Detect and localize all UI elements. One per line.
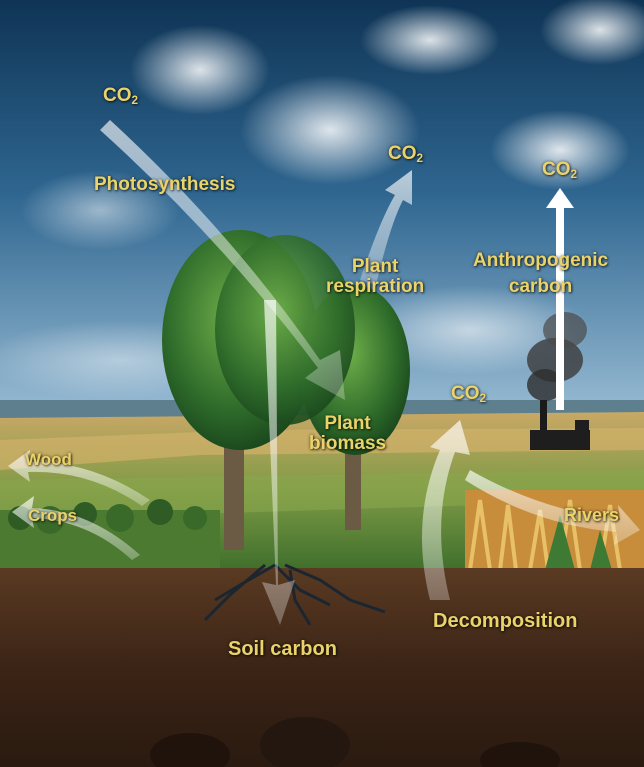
co2-label-ground: CO2 <box>451 383 487 405</box>
smoke-plume-icon <box>527 312 587 401</box>
co2-label-right: CO2 <box>542 159 578 181</box>
plant-respiration-label: Plant respiration <box>326 256 425 297</box>
flow-arrow-icon <box>8 120 640 625</box>
co2-label-center: CO2 <box>388 143 424 165</box>
soil-carbon-label: Soil carbon <box>228 638 337 660</box>
field-strip <box>0 428 644 470</box>
plant-biomass-label: Plant biomass <box>309 413 387 454</box>
factory-smokestack-icon <box>530 400 590 450</box>
decomposition-label: Decomposition <box>433 610 578 632</box>
clouds <box>0 0 644 400</box>
tree-roots <box>203 563 386 626</box>
anthropogenic-carbon-label: Anthropogenic carbon <box>473 250 609 297</box>
flow-arrow-icon <box>546 188 574 410</box>
rivers-label: Rivers <box>564 505 620 525</box>
co2-label-left: CO2 <box>103 85 139 107</box>
photosynthesis-label: Photosynthesis <box>94 174 236 195</box>
wood-label: Wood <box>25 450 72 469</box>
crops-label: Crops <box>28 506 78 525</box>
soil-rocks <box>150 717 560 767</box>
